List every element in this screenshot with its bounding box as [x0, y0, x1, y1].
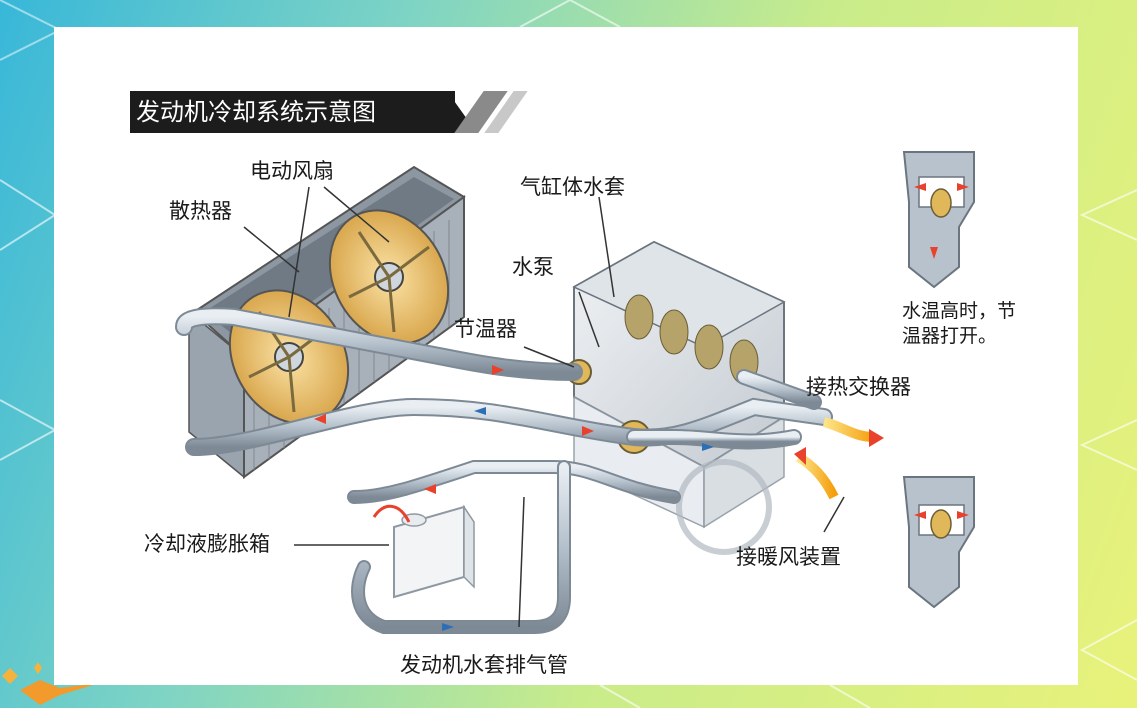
diagram-card: 发动机冷却系统示意图 散热器 电动风扇 气缸体水套 水泵 节温器 接热交换器 接… [54, 27, 1078, 685]
thermostat-open-note-line2: 温器打开。 [902, 325, 998, 347]
label-expansion-tank: 冷却液膨胀箱 [144, 532, 270, 556]
label-cylinder-water-jacket: 气缸体水套 [520, 175, 625, 199]
coolant-pipes [175, 307, 833, 634]
thermostat-open-note-line1: 水温高时，节 [902, 300, 1017, 322]
flow-arrows-blue [442, 407, 714, 631]
thermostat-closed-inset [902, 476, 975, 609]
orange-sparkle-icon [2, 662, 100, 705]
label-thermostat: 节温器 [454, 317, 517, 341]
heat-exchanger-outflow-arrow [822, 417, 884, 447]
cooling-system-illustration [175, 151, 975, 634]
label-to-heater-device: 接暖风装置 [736, 545, 841, 569]
label-electric-fan: 电动风扇 [250, 159, 334, 183]
thermostat-open-inset [902, 151, 975, 289]
expansion-tank [372, 504, 475, 599]
label-to-heat-exchanger: 接热交换器 [806, 375, 911, 399]
flow-arrows [314, 365, 594, 494]
heater-inflow-arrow [794, 447, 839, 500]
engine-block [572, 240, 786, 555]
electric-fan-right [328, 209, 450, 345]
diagram-title: 发动机冷却系统示意图 [130, 91, 455, 133]
label-water-jacket-vent-pipe: 发动机水套排气管 [400, 653, 568, 677]
label-radiator: 散热器 [169, 199, 232, 223]
leader-lines [243, 186, 845, 628]
label-water-pump: 水泵 [512, 255, 554, 279]
